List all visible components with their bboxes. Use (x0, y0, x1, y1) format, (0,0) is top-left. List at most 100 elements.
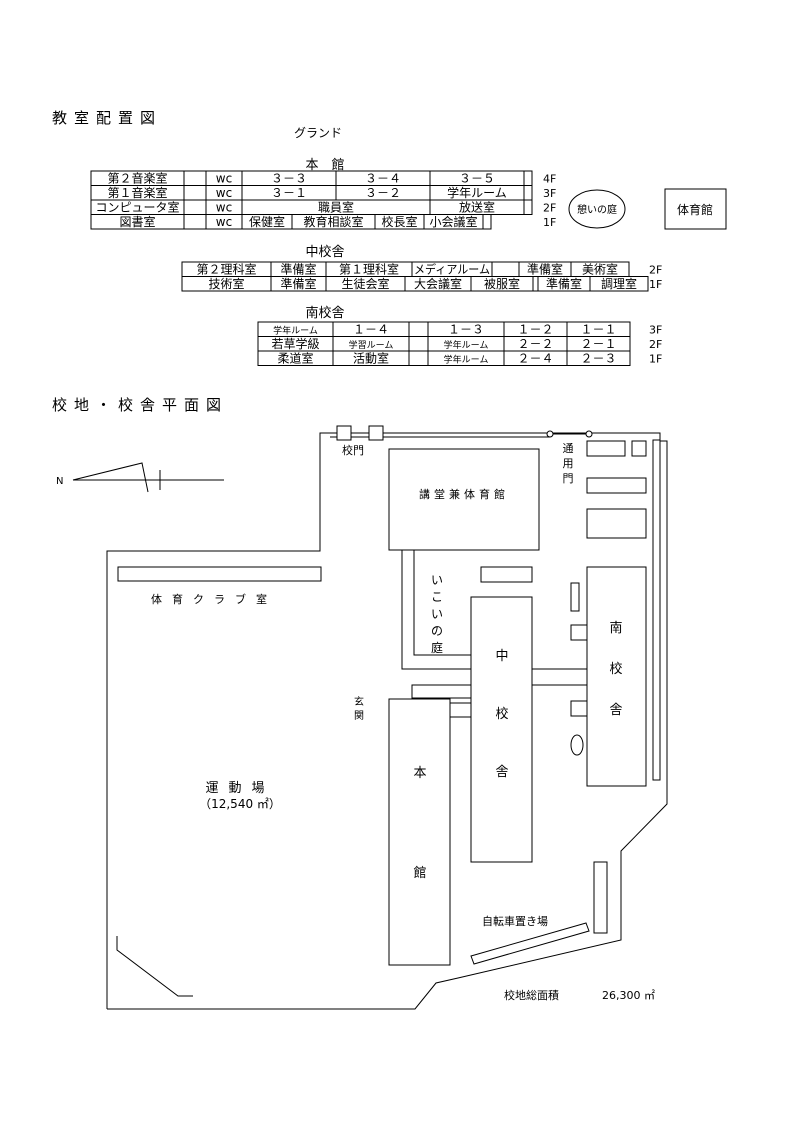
naka-room-label: 準備室 (280, 276, 316, 291)
corridor-1 (411, 684, 473, 699)
naka-room-label: 被服室 (484, 276, 520, 291)
club-room-building (117, 566, 322, 582)
naka-room-label: 大会議室 (414, 276, 462, 291)
naka-table-title: 中校舎 (305, 244, 344, 260)
honkan-floor-label: 1F (543, 216, 556, 229)
ground-label: グランド (294, 126, 342, 140)
north-arrow-icon (72, 462, 224, 493)
minami-room-label: １－４ (353, 323, 389, 337)
minami-room-label: １－３ (448, 323, 484, 337)
minami-room-label: １－１ (580, 323, 616, 337)
minami-building (586, 566, 647, 787)
naka-room-label: 準備室 (280, 262, 316, 277)
honkan-building (388, 698, 451, 966)
naka-floor-label: 2F (649, 264, 662, 277)
honkan-cell (183, 199, 207, 215)
minami-cell (408, 350, 429, 366)
honkan-room-label: 第２音楽室 (107, 171, 167, 186)
site-boundary (106, 430, 668, 1010)
honkan-cell (482, 214, 492, 230)
honkan-cell (183, 185, 207, 201)
naka-building (470, 596, 533, 863)
honkan-building-label: 本館 (413, 766, 426, 881)
garden-label: 憩いの庭 (577, 203, 617, 216)
minami-room-label: 若草学級 (271, 336, 319, 351)
minami-room-label: ２－１ (580, 337, 616, 351)
honkan-room-label: wc (216, 172, 232, 186)
naka-room-label: 調理室 (601, 276, 637, 291)
garden-ellipse (568, 189, 626, 229)
layout-title: 教室配置図 (52, 109, 162, 127)
gym-label: 体育館 (677, 202, 713, 217)
minami-room-label: ２－３ (580, 352, 616, 366)
naka-floor-label: 1F (649, 278, 662, 291)
minami-room-label: 活動室 (353, 351, 389, 366)
north-label: N (56, 476, 63, 487)
side-gate-label: 通用門 (563, 442, 574, 485)
bicycle-shed-vertical (593, 861, 608, 934)
honkan-cell (523, 199, 533, 215)
honkan-room-label: 保健室 (249, 214, 285, 229)
honkan-floor-label: 4F (543, 173, 556, 186)
honkan-room-label: 教育相談室 (303, 214, 363, 229)
honkan-table-title: 本 館 (305, 158, 344, 173)
honkan-cell (183, 170, 207, 186)
honkan-room-label: ３－２ (365, 186, 401, 200)
minami-room-label: 学年ルーム (273, 325, 318, 337)
honkan-room-label: 第１音楽室 (107, 185, 167, 200)
honkan-room-label: wc (216, 186, 232, 200)
minami-building-label: 南校舎 (609, 620, 622, 718)
minami-annex-3 (570, 700, 588, 717)
minami-room-label: 学習ルーム (349, 339, 394, 351)
honkan-floor-label: 2F (543, 202, 556, 215)
minami-table-title: 南校舎 (305, 305, 344, 321)
honkan-room-label: 職員室 (318, 200, 354, 215)
naka-room-label: 美術室 (582, 262, 618, 277)
honkan-room-label: ３－５ (459, 172, 495, 186)
naka-building-label: 中校舎 (495, 649, 508, 780)
bicycle-label: 自転車置き場 (482, 914, 548, 928)
minami-annex-1 (570, 582, 580, 612)
east-strip (652, 439, 661, 781)
gate-pillar-left (336, 425, 352, 441)
honkan-room-label: 学年ルーム (447, 185, 507, 200)
honkan-floor-label: 3F (543, 187, 556, 200)
honkan-cell (523, 170, 533, 186)
naka-cell (589, 276, 649, 292)
minami-cell (408, 321, 429, 337)
naka-room-label: 技術室 (208, 276, 244, 291)
total-area-value: 26,300 ㎡ (602, 989, 655, 1002)
gym-box (664, 188, 727, 230)
minami-room-label: ２－４ (517, 352, 553, 366)
honkan-room-label: 小会議室 (429, 214, 477, 229)
honkan-room-label: ３－３ (271, 172, 307, 186)
honkan-room-label: wc (216, 201, 232, 215)
naka-floor-table: 第２理科室準備室第１理科室メディアルーム準備室美術室技術室準備室生徒会室大会議室… (181, 261, 649, 292)
minami-room-label: 学年ルーム (444, 339, 489, 351)
minami-room-label: ２－２ (517, 337, 553, 351)
minami-floor-label: 2F (649, 338, 662, 351)
gate-label: 校門 (342, 443, 364, 457)
storage-box-3 (586, 477, 647, 494)
minami-room-label: 柔道室 (277, 351, 313, 366)
honkan-room-label: 校長室 (381, 214, 417, 229)
naka-room-label: 第２理科室 (196, 262, 256, 277)
naka-room-label: メディアルーム (414, 262, 490, 277)
honkan-room-label: コンピュータ室 (95, 200, 179, 215)
naka-room-label: 準備室 (546, 276, 582, 291)
honkan-room-label: 図書室 (119, 214, 155, 229)
naka-cell (532, 276, 539, 292)
storage-box-2 (631, 440, 647, 457)
storage-box-4 (586, 508, 647, 539)
naka-room-label: 準備室 (527, 262, 563, 277)
naka-room-label: 第１理科室 (339, 262, 399, 277)
field-area: （12,540 ㎡） (199, 797, 281, 811)
naka-cell (491, 261, 520, 277)
entrance-label: 玄関 (354, 695, 364, 722)
plan-title: 校地・校舎平面図 (52, 396, 228, 414)
